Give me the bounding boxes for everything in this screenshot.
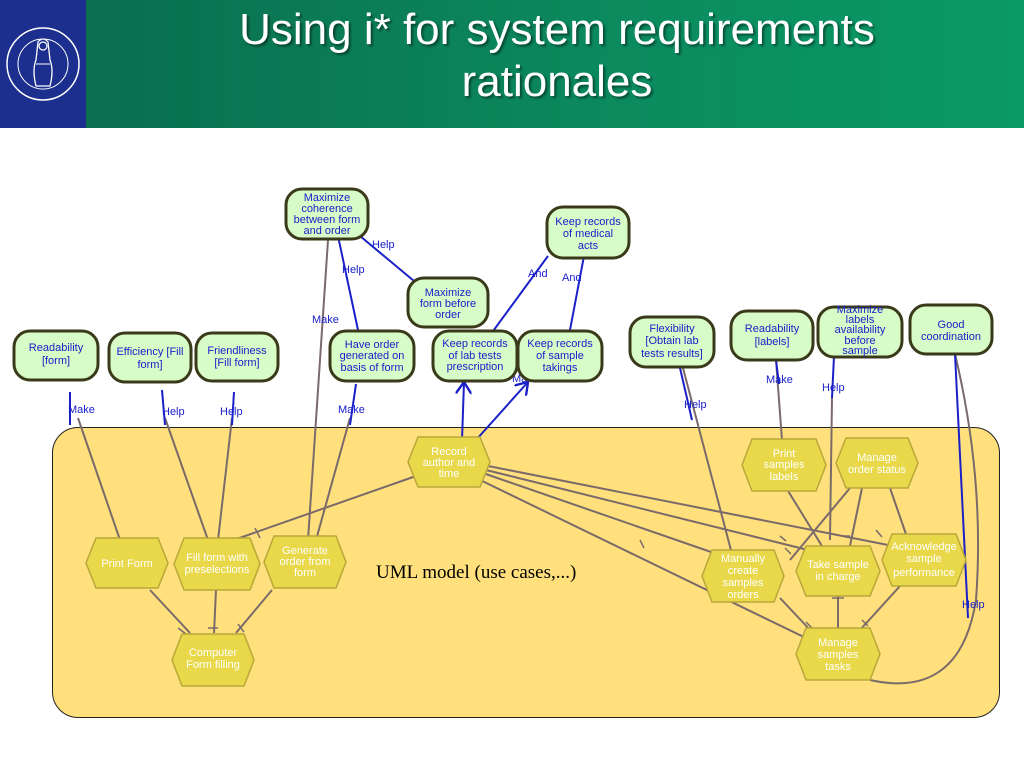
link-fill-efficiency xyxy=(164,417,209,541)
svg-text:Friendliness[Fill form]: Friendliness[Fill form] xyxy=(207,345,267,369)
link-labels: Make Help Help Make Make Help Help And A… xyxy=(68,239,985,611)
link-printform-computer xyxy=(149,589,191,634)
svg-text:Readability[form]: Readability[form] xyxy=(29,342,84,367)
link-generate-haveorder xyxy=(315,417,351,541)
usecase-print-form: Print Form xyxy=(85,537,169,589)
link-manually-manageorder xyxy=(789,487,851,561)
link-printform-readability xyxy=(77,417,121,541)
link-ack-manageorder xyxy=(889,487,909,541)
contribution-links xyxy=(69,235,969,619)
label-help-4: Help xyxy=(372,239,395,251)
label-and-2: And xyxy=(562,272,582,284)
link-record-managetasks xyxy=(475,477,811,641)
svg-text:Print Form: Print Form xyxy=(101,558,152,570)
link-take-maxlabels xyxy=(829,397,833,541)
link-record-acknowledge xyxy=(487,465,889,546)
link-managetasks-coordination xyxy=(869,353,980,685)
slide-title: Using i* for system requirements rationa… xyxy=(90,4,1024,108)
label-make-1: Make xyxy=(68,404,95,416)
label-and-1: And xyxy=(528,268,548,280)
university-logo xyxy=(0,0,86,128)
title-line-2: rationales xyxy=(461,57,653,106)
link-record-manually xyxy=(479,471,741,563)
label-help-7: Help xyxy=(962,599,985,611)
softgoal-readability-labels: Readability[labels] xyxy=(729,309,815,362)
svg-text:Readability[labels]: Readability[labels] xyxy=(745,323,800,348)
link-fill-friendliness xyxy=(217,417,233,541)
link-take-manageorder xyxy=(849,487,863,547)
label-help-6: Help xyxy=(822,382,845,394)
link-manually-flexibility xyxy=(682,367,733,555)
label-help-2: Help xyxy=(220,406,243,418)
label-make-2: Make xyxy=(338,404,365,416)
label-make-4: Make xyxy=(766,374,793,386)
slide-header xyxy=(0,0,1024,128)
uml-model-label: UML model (use cases,...) xyxy=(376,562,577,583)
label-help-1: Help xyxy=(162,406,185,418)
label-help-3: Help xyxy=(342,264,365,276)
title-line-1: Using i* for system requirements xyxy=(239,5,875,54)
link-fill-record xyxy=(227,475,417,543)
label-make-3: Make xyxy=(312,314,339,326)
label-help-5: Help xyxy=(684,399,707,411)
softgoal-friendliness: Friendliness[Fill form] xyxy=(194,331,280,383)
link-generate-coherence xyxy=(307,239,329,541)
use-case-links xyxy=(77,239,980,685)
link-manually-managetasks xyxy=(779,597,813,633)
link-ack-managetasks xyxy=(859,585,901,631)
link-fill-computer xyxy=(213,589,217,634)
link-record-take xyxy=(485,469,821,554)
link-generate-computer xyxy=(235,589,273,634)
link-take-printlabels xyxy=(784,485,823,547)
softgoal-readability-form: Readability[form] xyxy=(12,329,100,382)
